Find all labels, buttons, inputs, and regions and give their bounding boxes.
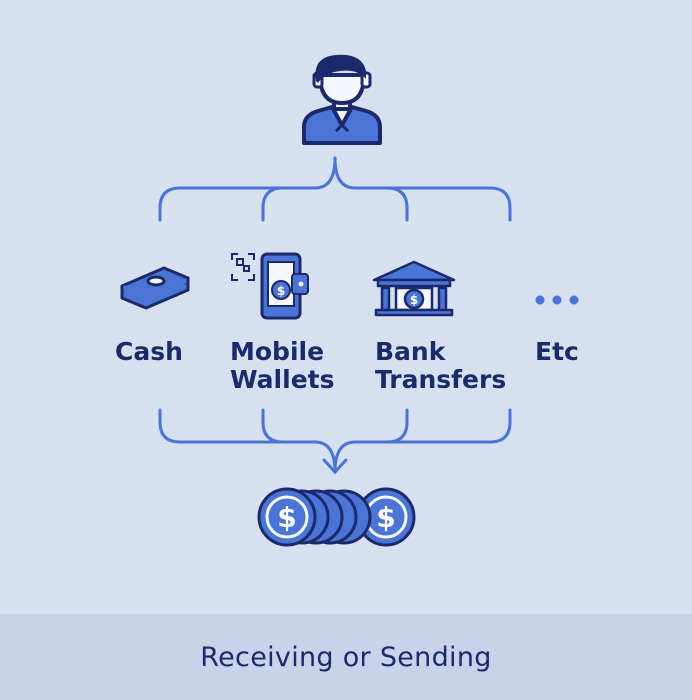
svg-text:$: $	[410, 293, 418, 307]
method-label-etc: Etc	[535, 337, 579, 366]
person-icon	[302, 54, 382, 145]
method-label-cash: Cash	[115, 337, 183, 366]
footer-banner: Receiving or Sending	[0, 614, 692, 700]
svg-text:$: $	[277, 284, 285, 298]
svg-text:$: $	[376, 501, 395, 534]
bottom-connector	[158, 408, 512, 475]
bank-icon: $	[372, 260, 456, 317]
top-connector	[158, 156, 512, 222]
mobile-wallet-icon: $	[231, 252, 309, 320]
footer-label: Receiving or Sending	[200, 641, 492, 673]
method-label-mobile-wallets: Mobile Wallets	[230, 337, 335, 394]
method-label-bank-transfers: Bank Transfers	[375, 337, 507, 394]
cash-icon	[120, 266, 190, 310]
svg-text:$: $	[277, 501, 296, 534]
coins-stack-icon: $ $	[257, 487, 416, 547]
ellipsis-icon	[535, 295, 579, 305]
